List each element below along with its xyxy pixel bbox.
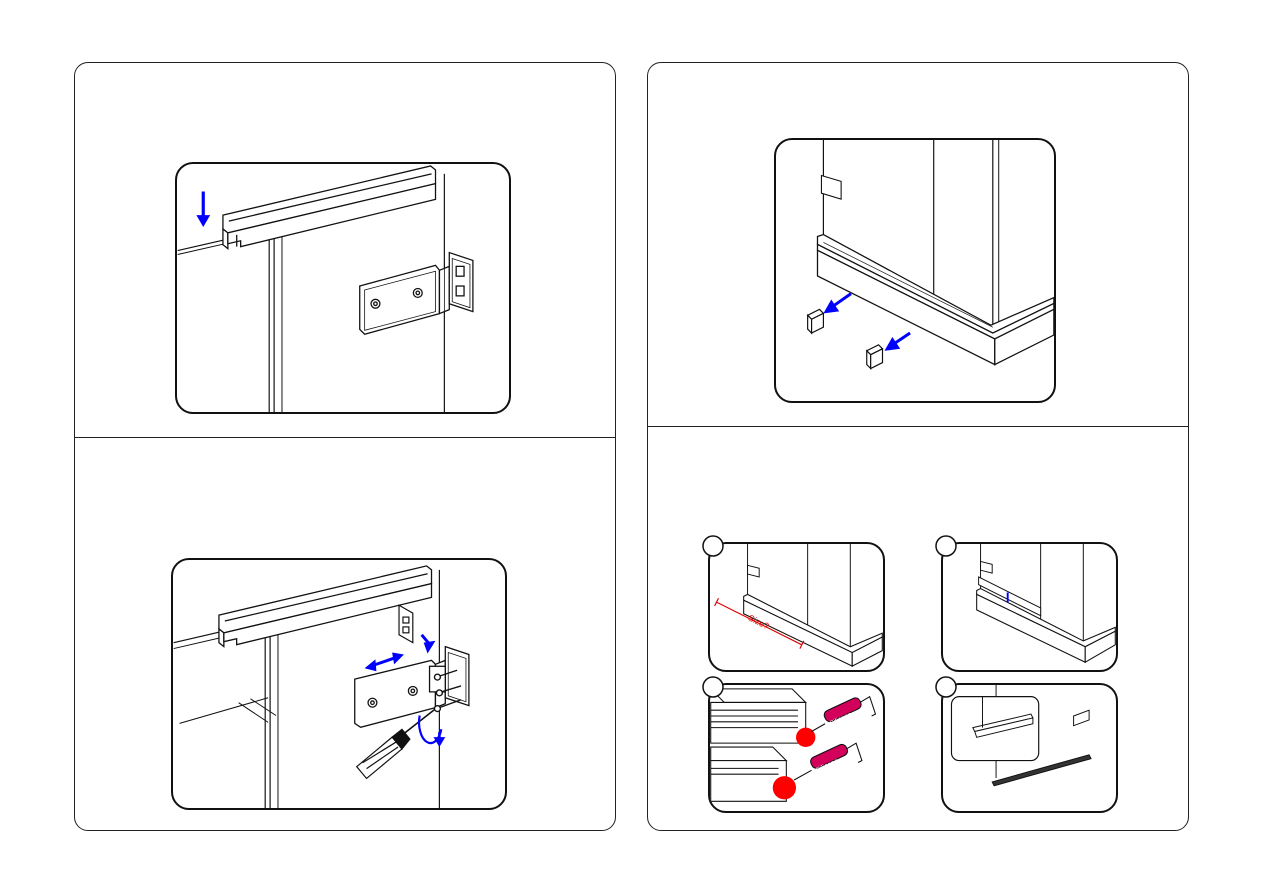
step-circle-3	[703, 677, 723, 697]
step-circle-4	[936, 677, 956, 697]
step-circle-2	[936, 536, 956, 556]
step-circle-1	[703, 536, 723, 556]
